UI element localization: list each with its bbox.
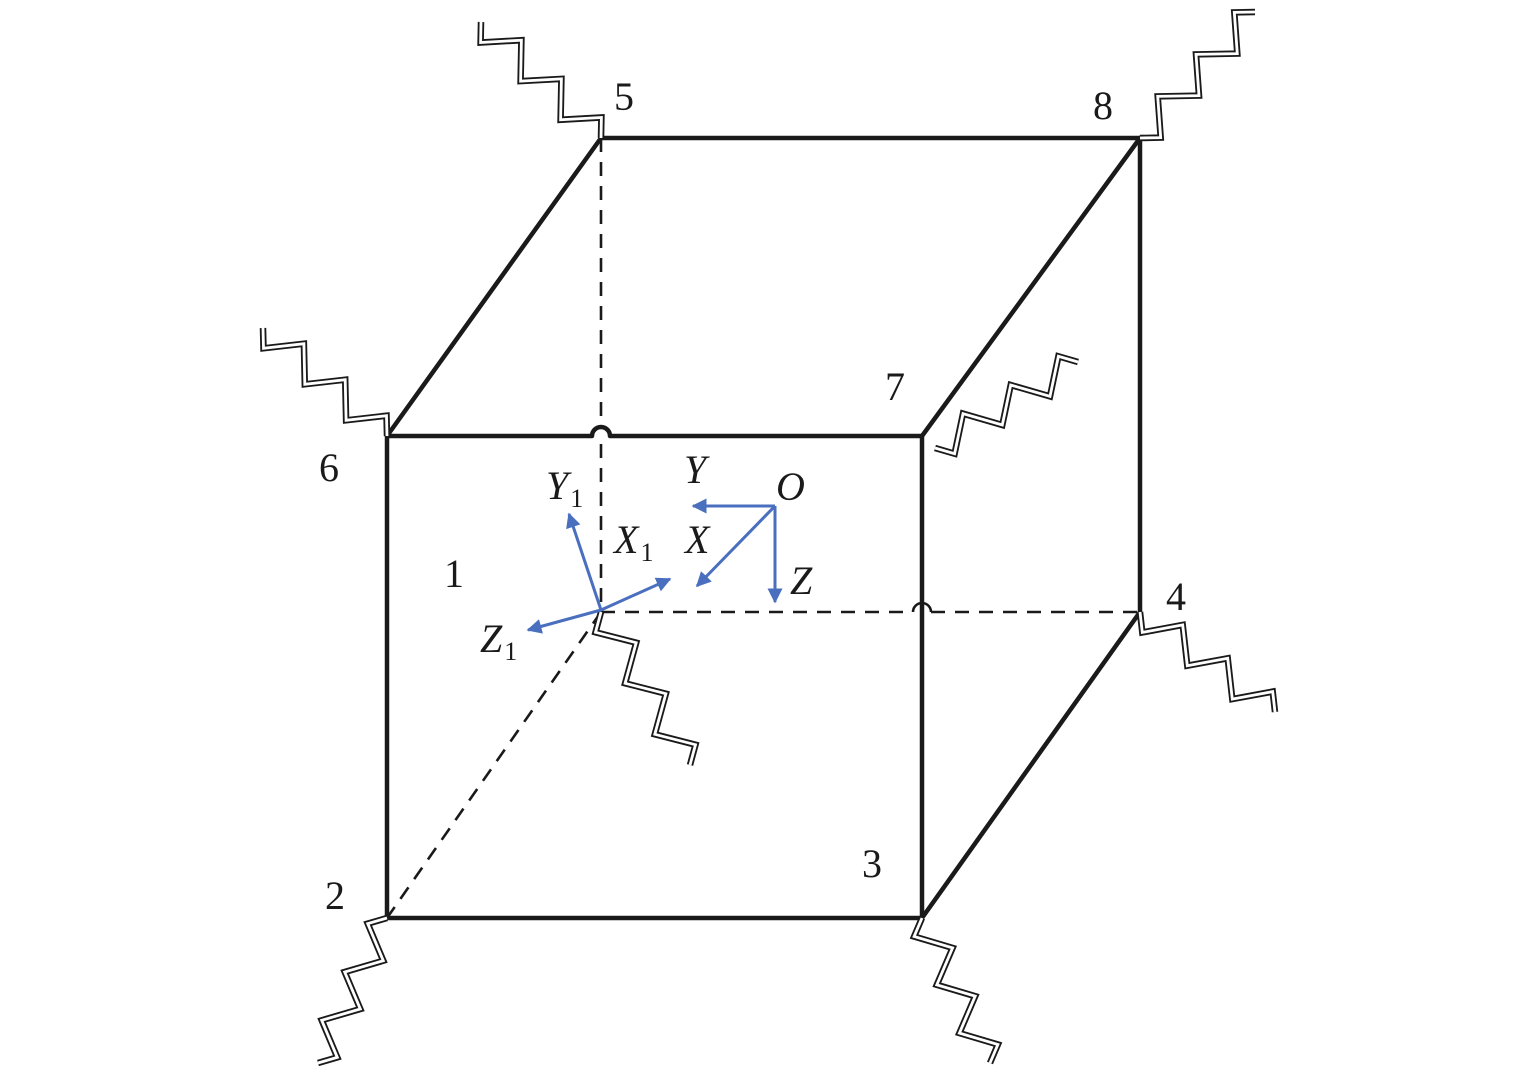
axis-x-arrow xyxy=(695,504,777,588)
edge-7-8 xyxy=(919,135,1143,439)
spring-node-7 xyxy=(934,352,1079,458)
axis-label-z1-sub: 1 xyxy=(504,637,517,666)
node-label-8: 8 xyxy=(1093,83,1113,128)
axis-label-y1-main: Y xyxy=(546,463,572,508)
axis-label-z1-main: Z xyxy=(480,616,503,661)
spring-node-5 xyxy=(477,21,605,139)
node-label-2: 2 xyxy=(325,873,345,918)
axis-label-x1: X1 xyxy=(612,517,653,567)
node-labels: 1 2 3 4 5 6 7 8 xyxy=(319,74,1186,918)
spring-node-8 xyxy=(1139,8,1256,142)
axis-label-z: Z xyxy=(790,558,813,603)
axis-label-x: X xyxy=(683,517,711,562)
edge-6-5 xyxy=(384,135,604,439)
spring-node-1-core xyxy=(593,611,698,766)
axis-label-x1-sub: 1 xyxy=(640,538,653,567)
node-label-4: 4 xyxy=(1166,574,1186,619)
edge-3-4 xyxy=(919,609,1143,921)
axis-label-z1: Z1 xyxy=(480,616,517,666)
spring-node-2 xyxy=(317,914,388,1067)
spring-node-1 xyxy=(591,611,700,766)
spring-node-6 xyxy=(259,327,391,437)
spring-node-5-core xyxy=(479,21,603,139)
coordinate-axes xyxy=(526,498,783,634)
spring-node-2-core xyxy=(317,916,388,1065)
front-top-edge-6-7 xyxy=(384,424,925,439)
node-label-6: 6 xyxy=(319,445,339,490)
axis-label-x1-main: X xyxy=(612,517,640,562)
spring-node-3 xyxy=(909,916,1003,1065)
spring-node-6-core xyxy=(261,327,389,437)
axis-label-y1: Y1 xyxy=(546,463,583,513)
axis-label-y: Y xyxy=(684,447,710,492)
spring-node-4 xyxy=(1136,611,1279,713)
spring-node-8-core xyxy=(1139,10,1256,140)
node-label-7: 7 xyxy=(885,364,905,409)
axis-label-y1-sub: 1 xyxy=(570,484,583,513)
spring-node-4-core xyxy=(1138,611,1277,713)
axis-y1-arrow xyxy=(566,512,603,611)
hidden-edges xyxy=(385,138,1140,919)
node-label-3: 3 xyxy=(862,841,882,886)
spring-node-7-core xyxy=(934,354,1079,456)
visible-edges xyxy=(384,135,1143,921)
springs xyxy=(259,8,1279,1067)
axis-x1-arrow xyxy=(600,577,672,612)
axis-labels: Y1 X1 Z1 O Y X Z xyxy=(480,447,813,666)
spring-node-3-core xyxy=(912,917,1000,1064)
axis-label-origin: O xyxy=(776,464,805,509)
node-label-1: 1 xyxy=(444,551,464,596)
axis-z1-arrow xyxy=(526,608,602,634)
node-label-5: 5 xyxy=(614,74,634,119)
